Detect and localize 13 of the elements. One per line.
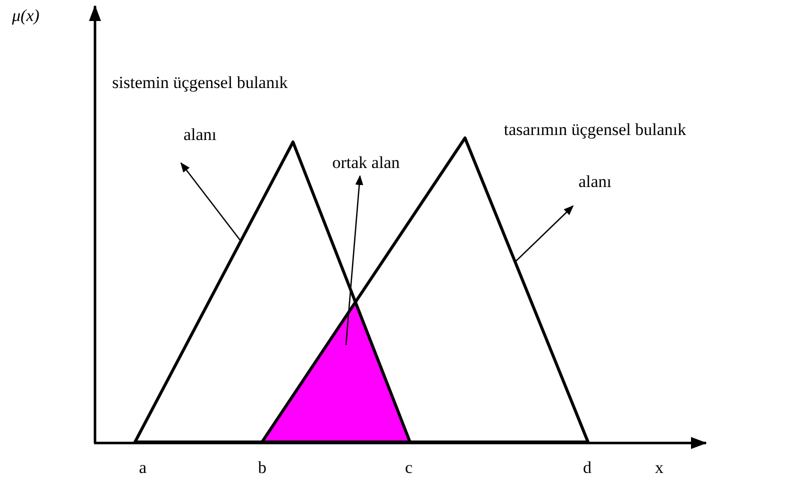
callout-label: tasarımın üçgensel bulanık alanı: [488, 104, 702, 208]
tick-label: c: [405, 458, 413, 478]
tick-label: b: [258, 458, 266, 478]
axis-label: μ(x): [12, 6, 40, 26]
tick-label: d: [583, 458, 592, 478]
callout-label: sistemin üçgensel bulanık alanı: [100, 57, 300, 161]
triangle-outline: [134, 140, 412, 444]
leader-line: [180, 162, 241, 240]
callout-label: ortak alan: [316, 152, 416, 174]
tick-label: a: [139, 458, 147, 478]
leader-line: [514, 205, 574, 262]
axis-label: x: [655, 458, 664, 478]
leader-line: [345, 175, 364, 346]
